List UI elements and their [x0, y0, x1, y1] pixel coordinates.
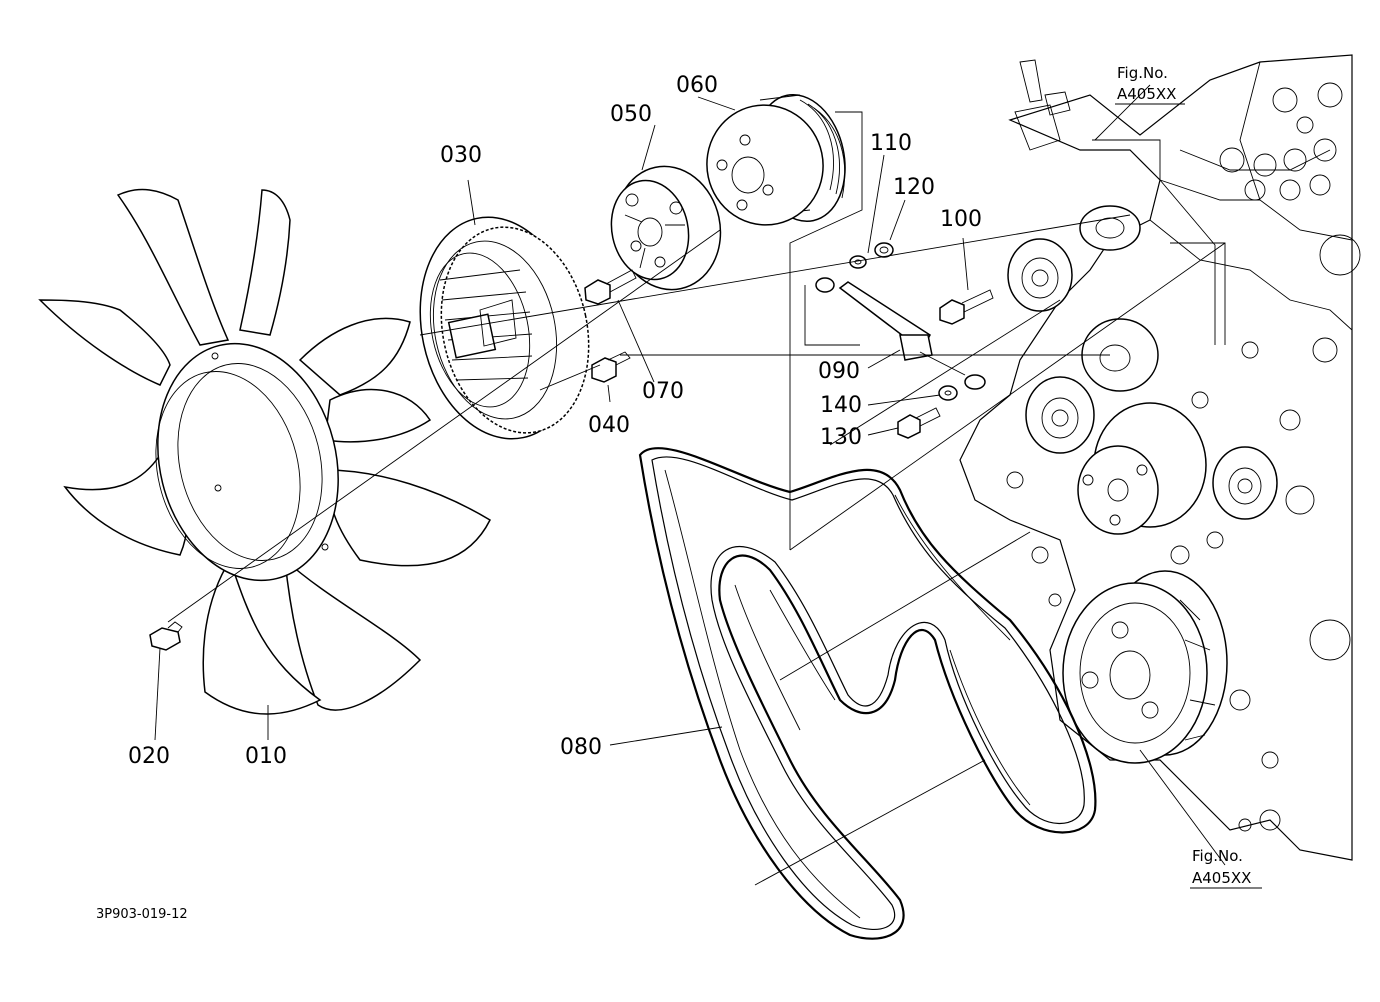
fig-ref-top-line2: A405XX — [1117, 85, 1176, 103]
fan-shroud — [157, 342, 339, 582]
label-010: 010 — [245, 744, 287, 769]
leader-lines — [154, 84, 1226, 866]
fan-blade — [324, 469, 491, 567]
engine-block — [959, 54, 1361, 861]
washer-part-140 — [938, 385, 958, 401]
label-140: 140 — [820, 393, 862, 418]
label-130: 130 — [820, 425, 862, 450]
fan-blade — [324, 388, 432, 443]
bolt-part-100 — [939, 289, 994, 325]
label-030: 030 — [440, 143, 482, 168]
label-050: 050 — [610, 102, 652, 127]
fan-blade — [239, 189, 291, 336]
bolt-part-020 — [149, 621, 183, 651]
fig-ref-bottom-line2: A405XX — [1192, 869, 1251, 887]
fig-ref-bottom-line1: Fig.No. — [1192, 847, 1243, 865]
label-070: 070 — [642, 379, 684, 404]
bolt-part-040 — [591, 351, 631, 383]
fan-blade — [298, 317, 411, 396]
fig-ref-top-line1: Fig.No. — [1117, 64, 1168, 82]
document-id: 3P903-019-12 — [96, 907, 188, 922]
label-060: 060 — [676, 73, 718, 98]
part-labels: 010 020 030 040 050 060 070 080 090 100 … — [128, 73, 982, 769]
label-100: 100 — [940, 207, 982, 232]
fan-part-010 — [38, 188, 491, 715]
fan-clutch-part-030 — [419, 216, 590, 440]
assembly-centerlines — [167, 111, 1226, 886]
fan-pulley-part-060 — [706, 93, 846, 226]
label-020: 020 — [128, 744, 170, 769]
fan-blade — [38, 299, 171, 386]
nut-part-120 — [874, 242, 894, 258]
spacer-part-050 — [610, 165, 722, 291]
figure-references: Fig.No. A405XX Fig.No. A405XX — [1115, 64, 1262, 889]
fan-blade — [116, 188, 230, 346]
label-110: 110 — [870, 131, 912, 156]
tensioner-damper-part-090 — [815, 277, 986, 390]
label-090: 090 — [818, 359, 860, 384]
label-120: 120 — [893, 175, 935, 200]
label-040: 040 — [588, 413, 630, 438]
fan-blade — [202, 558, 322, 715]
bolt-part-130 — [897, 407, 941, 439]
fan-blade — [284, 558, 422, 711]
bolt-part-070 — [584, 269, 637, 305]
v-belt-part-080 — [638, 447, 1097, 940]
label-080: 080 — [560, 735, 602, 760]
